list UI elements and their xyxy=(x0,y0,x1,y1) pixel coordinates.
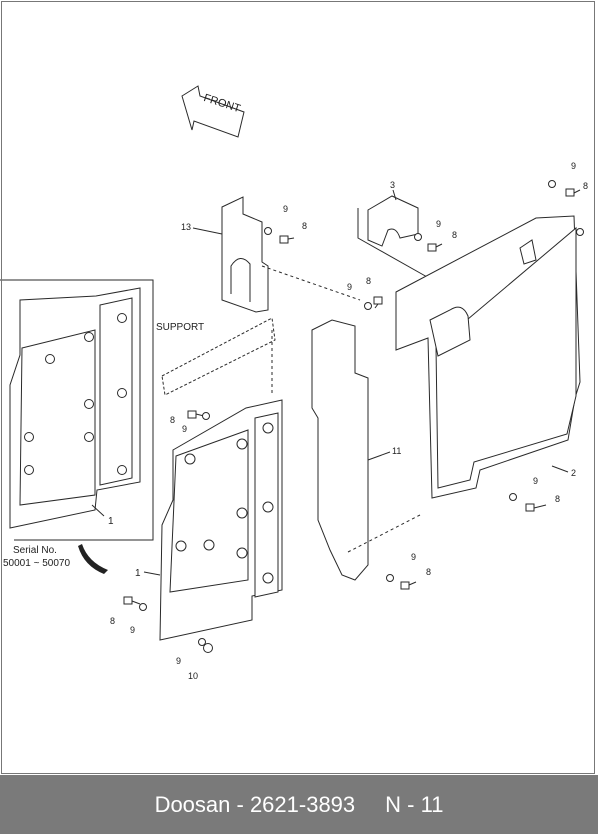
callout-9-g: 9 xyxy=(436,219,441,229)
bolt-icon xyxy=(400,581,417,590)
callout-9-f: 9 xyxy=(411,552,416,562)
callout-8-b: 8 xyxy=(110,616,115,626)
washer-icon xyxy=(139,603,147,611)
serial-variant-inset: 1 Serial No. 50001 ~ 50070 xyxy=(0,279,154,574)
bolt-icon xyxy=(187,410,205,419)
callout-8-g: 8 xyxy=(452,230,457,240)
callout-2: 2 xyxy=(571,468,576,478)
left-panel-assembly: 1 xyxy=(135,399,283,641)
footer-bar: Doosan - 2621-3893 N - 11 xyxy=(0,775,598,834)
washer-icon xyxy=(509,493,517,501)
callout-9-a: 9 xyxy=(182,424,187,434)
support-bracket: SUPPORT xyxy=(156,317,276,396)
callout-8-d: 8 xyxy=(302,221,307,231)
bolt-icon xyxy=(279,235,295,244)
nut-icon xyxy=(203,643,213,653)
page-code: N - 11 xyxy=(385,791,444,817)
inset-mounting-holes xyxy=(24,313,127,475)
callout-3: 3 xyxy=(390,180,395,190)
callout-8-f: 8 xyxy=(426,567,431,577)
callout-8-i: 8 xyxy=(555,494,560,504)
callout-9-d: 9 xyxy=(283,204,288,214)
brand-part-number: Doosan - 2621-3893 xyxy=(154,791,356,817)
callout-9-c: 9 xyxy=(176,656,181,666)
callout-9-h: 9 xyxy=(571,161,576,171)
left-panel-fasteners: 8 9 8 9 9 10 xyxy=(110,410,213,681)
callout-13: 13 xyxy=(181,222,191,232)
support-label: SUPPORT xyxy=(156,322,204,333)
callout-9-i: 9 xyxy=(533,476,538,486)
callout-11: 11 xyxy=(392,446,401,456)
callout-9-e: 9 xyxy=(347,282,352,292)
washer-icon xyxy=(414,233,422,241)
serial-range: 50001 ~ 50070 xyxy=(3,558,70,569)
plate-13: 13 9 8 xyxy=(181,196,361,313)
bolt-icon xyxy=(565,188,581,197)
washer-icon xyxy=(364,302,372,310)
exploded-parts-diagram: FRONT 1 Serial No. 50001 ~ 50070 SUPPORT xyxy=(0,85,589,681)
callout-8-e: 8 xyxy=(366,276,371,286)
panel-2: 2 9 8 9 8 xyxy=(395,161,588,512)
inset-curved-arrow xyxy=(78,544,108,574)
bolt-icon xyxy=(525,503,547,512)
bolt-icon xyxy=(373,296,383,309)
bracket-3: 3 9 8 xyxy=(357,180,457,283)
center-fasteners: 9 8 xyxy=(347,276,383,310)
panel-mounting-holes xyxy=(175,422,274,584)
seal-11: 11 9 8 xyxy=(311,319,431,590)
washer-icon xyxy=(548,180,556,188)
front-direction-arrow: FRONT xyxy=(181,85,245,138)
callout-8-a: 8 xyxy=(170,415,175,425)
callout-8-h: 8 xyxy=(583,181,588,191)
bolt-icon xyxy=(427,243,443,252)
callout-10: 10 xyxy=(188,671,198,681)
bolt-icon xyxy=(123,596,141,605)
callout-1-inset: 1 xyxy=(108,516,114,527)
washer-icon xyxy=(202,412,210,420)
callout-1-main: 1 xyxy=(135,568,141,579)
washer-icon xyxy=(264,227,272,235)
serial-label: Serial No. xyxy=(13,545,57,556)
washer-icon xyxy=(198,638,206,646)
washer-icon xyxy=(386,574,394,582)
callout-9-b: 9 xyxy=(130,625,135,635)
